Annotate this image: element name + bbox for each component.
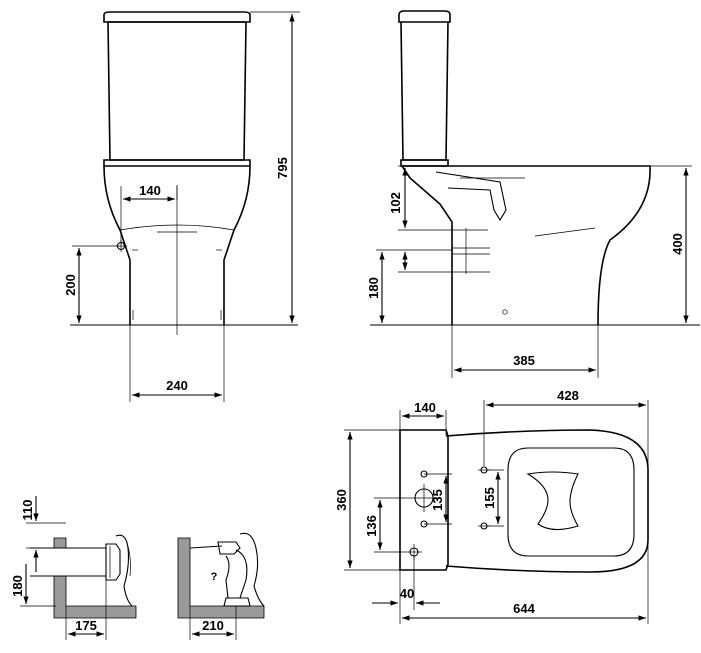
dim-40: 40 bbox=[400, 586, 414, 601]
dim-795: 795 bbox=[275, 157, 290, 179]
dim-140-top: 140 bbox=[414, 400, 436, 415]
dim-102: 102 bbox=[388, 192, 403, 214]
dim-155: 155 bbox=[482, 487, 497, 509]
front-pedestal bbox=[103, 165, 251, 325]
side-view: 102 180 400 385 bbox=[366, 10, 700, 378]
detail2-wall bbox=[177, 537, 265, 619]
front-cistern-lid bbox=[103, 11, 251, 23]
top-view: 140 428 360 136 135 155 40 bbox=[334, 388, 649, 624]
detail2-trap bbox=[225, 549, 248, 599]
dim-644: 644 bbox=[513, 601, 535, 616]
top-bowl bbox=[445, 429, 649, 573]
dim-175: 175 bbox=[75, 618, 97, 633]
dim-428: 428 bbox=[557, 388, 579, 403]
detail-floor-outlet: ? 210 bbox=[177, 532, 265, 640]
dim-110: 110 bbox=[20, 500, 35, 521]
front-view: 795 140 200 240 bbox=[63, 11, 300, 402]
top-seat-opening bbox=[507, 447, 635, 557]
dim-400: 400 bbox=[670, 233, 685, 255]
side-bowl bbox=[402, 165, 651, 326]
unknown-marker: ? bbox=[211, 571, 218, 583]
dim-210: 210 bbox=[202, 618, 224, 633]
side-cistern bbox=[398, 10, 451, 161]
dim-200: 200 bbox=[63, 274, 78, 296]
dim-140-front: 140 bbox=[139, 183, 161, 198]
dim-360: 360 bbox=[334, 489, 349, 511]
front-cistern-body bbox=[107, 21, 247, 161]
dim-135: 135 bbox=[430, 489, 445, 511]
dim-136: 136 bbox=[364, 515, 379, 537]
dim-180-side: 180 bbox=[366, 277, 381, 299]
dim-180-detail: 180 bbox=[10, 575, 25, 597]
dim-240: 240 bbox=[166, 378, 188, 393]
detail-horizontal-outlet: 110 180 175 bbox=[10, 496, 137, 640]
dim-385: 385 bbox=[513, 353, 535, 368]
